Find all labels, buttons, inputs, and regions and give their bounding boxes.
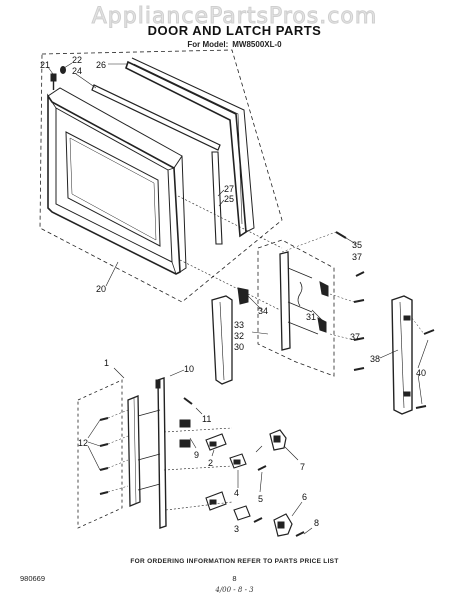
- switch-part-3: [205, 491, 251, 521]
- page-number: 8: [232, 574, 237, 583]
- screw-part-22: [60, 66, 66, 74]
- actuator-part-6: [273, 513, 293, 537]
- callout-5: 5: [258, 494, 263, 504]
- callout-26: 26: [96, 60, 106, 70]
- latch-lever-part-30: [211, 295, 233, 385]
- choke-strip-part-24: [91, 84, 221, 151]
- gasket-part-26: [125, 60, 247, 238]
- screw-part-37-lower: [353, 299, 365, 371]
- callout-37-upper: 37: [352, 252, 362, 262]
- model-number: MW8500XL-0: [232, 40, 282, 49]
- callout-30: 30: [234, 342, 244, 352]
- screw-part-40: [415, 329, 435, 409]
- callout-20: 20: [96, 284, 106, 294]
- callout-6: 6: [302, 492, 307, 502]
- callout-33: 33: [234, 320, 244, 330]
- page-title: DOOR AND LATCH PARTS: [147, 23, 322, 38]
- screw-part-8: [295, 531, 305, 537]
- callout-37-lower: 37: [350, 332, 360, 342]
- callout-27: 27: [224, 184, 234, 194]
- callout-25: 25: [224, 194, 234, 204]
- door-assembly-outline: [39, 49, 283, 303]
- callout-8: 8: [314, 518, 319, 528]
- callout-24: 24: [72, 66, 82, 76]
- callout-21: 21: [40, 60, 50, 70]
- mounting-bracket: [127, 395, 141, 507]
- door-window: [65, 131, 161, 247]
- callout-7: 7: [300, 462, 305, 472]
- callout-32: 32: [234, 331, 244, 341]
- callout-22: 22: [72, 55, 82, 65]
- callout-1: 1: [104, 358, 109, 368]
- switch-part-2: [205, 433, 227, 451]
- screw-part-12: [99, 417, 109, 495]
- interlock-rod-part-10: [157, 377, 167, 529]
- ordering-note: FOR ORDERING INFORMATION REFER TO PARTS …: [130, 558, 339, 565]
- callout-9: 9: [194, 450, 199, 460]
- screw-part-5: [253, 465, 267, 523]
- latch-plate: [279, 251, 291, 351]
- callout-12: 12: [78, 438, 88, 448]
- callout-38: 38: [370, 354, 380, 364]
- callout-35: 35: [352, 240, 362, 250]
- screw-part-11: [183, 397, 193, 405]
- seal-strip-part-27: [211, 151, 223, 245]
- actuator-part-7: [269, 429, 287, 451]
- callout-10: 10: [184, 364, 194, 374]
- model-line: For Model:MW8500XL-0: [0, 40, 469, 49]
- screw-part-35: [335, 231, 357, 245]
- door-frame: [47, 93, 181, 275]
- interlock-assembly-outline: [77, 379, 123, 529]
- latch-hook-part-33: [237, 287, 249, 305]
- watermark-text: AppliancePartsPros.com: [91, 4, 378, 30]
- switch-part-9: [179, 419, 191, 448]
- callout-4: 4: [234, 488, 239, 498]
- callout-31: 31: [306, 312, 316, 322]
- callout-40: 40: [416, 368, 426, 378]
- latch-assembly-outline: [257, 239, 335, 377]
- revision-mark: 4/00 - 8 - 3: [215, 586, 254, 594]
- callout-3: 3: [234, 524, 239, 534]
- callout-2: 2: [208, 458, 213, 468]
- model-prefix: For Model:: [187, 40, 229, 49]
- screw-part-21: [50, 73, 57, 90]
- document-number: 980669: [20, 574, 46, 583]
- screw-part-37-upper: [355, 271, 365, 277]
- callout-11: 11: [202, 414, 211, 424]
- switch-part-4: [229, 453, 247, 469]
- latch-cover-part-38: [391, 295, 413, 415]
- callout-34: 34: [258, 306, 268, 316]
